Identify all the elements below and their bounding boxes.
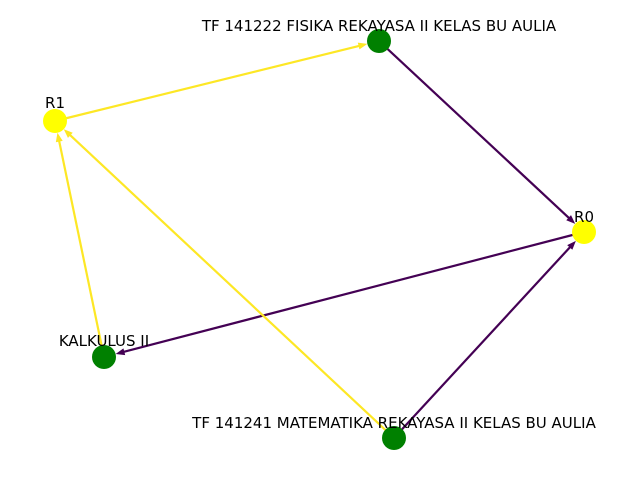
- edge-n_fisika-to-n_r0: [378, 40, 576, 224]
- edge-arrowhead: [63, 129, 73, 138]
- nodes-layer: [43, 29, 596, 450]
- edge-n_r1-to-n_fisika: [54, 42, 368, 123]
- edge-line: [54, 44, 361, 123]
- node-label-n_fisika: TF 141222 FISIKA REKAYASA II KELAS BU AU…: [201, 17, 557, 35]
- node-n_r0: [572, 220, 596, 244]
- node-label-n_kalkulus: KALKULUS II: [59, 332, 149, 350]
- edge-n_matematika-to-n_r1: [63, 129, 395, 439]
- edge-line: [122, 230, 585, 354]
- edges-layer: [54, 40, 585, 439]
- edge-arrowhead: [566, 215, 576, 224]
- edge-line: [68, 133, 395, 439]
- node-label-n_matematika: TF 141241 MATEMATIKA REKAYASA II KELAS B…: [191, 414, 596, 432]
- edge-n_r0-to-n_kalkulus: [115, 230, 585, 356]
- edge-arrowhead: [115, 348, 126, 356]
- edge-arrowhead: [55, 132, 63, 143]
- node-n_kalkulus: [92, 345, 116, 369]
- edge-n_matematika-to-n_r0: [393, 240, 576, 439]
- edge-line: [393, 245, 572, 439]
- node-n_r1: [43, 109, 67, 133]
- node-label-n_r0: R0: [574, 208, 594, 226]
- labels-layer: TF 141222 FISIKA REKAYASA II KELAS BU AU…: [45, 17, 597, 432]
- edge-line: [57, 139, 106, 358]
- edge-line: [378, 40, 571, 220]
- node-label-n_r1: R1: [45, 94, 65, 112]
- edge-n_kalkulus-to-n_r1: [55, 132, 106, 358]
- node-n_matematika: [382, 426, 406, 450]
- edge-arrowhead: [357, 42, 368, 50]
- node-n_fisika: [367, 29, 391, 53]
- edge-arrowhead: [567, 240, 576, 250]
